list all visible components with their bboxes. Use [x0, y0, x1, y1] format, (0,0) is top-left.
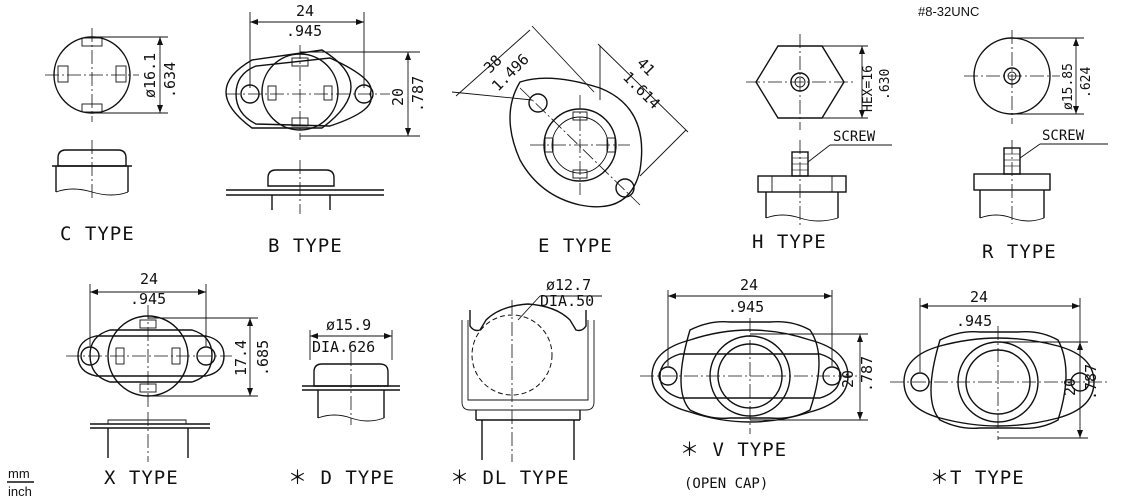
h-hex-mm: HEX=16: [861, 65, 876, 112]
h-type-top-view: [746, 34, 868, 130]
r-type-label: R TYPE: [982, 241, 1057, 263]
v-type-label: ＊ V TYPE: [680, 439, 787, 461]
v-type-drawing: [640, 290, 868, 434]
d-type-label: ＊ D TYPE: [288, 467, 395, 489]
b-type-group: 24 .945 20 .787 B TYPE: [225, 2, 427, 257]
r-screw-label: SCREW: [1042, 128, 1085, 144]
dl-dia-mm: ø12.7: [546, 276, 591, 294]
dl-type-group: ø12.7 DIA.50 ＊ DL TYPE: [450, 276, 602, 489]
d-dia-in: DIA.626: [312, 338, 375, 356]
d-type-group: ø15.9 DIA.626 ＊ D TYPE: [288, 316, 400, 489]
e-type-top-view: [451, 25, 689, 208]
r-dia-in: .624: [1079, 67, 1094, 98]
d-type-drawing: [302, 330, 400, 425]
h-screw-label: SCREW: [833, 129, 876, 145]
c-type-side-view: [52, 140, 132, 200]
x-type-label: X TYPE: [104, 467, 179, 489]
units-inch: inch: [8, 484, 32, 499]
t-type-label: ＊T TYPE: [930, 467, 1025, 489]
r-type-group: #8-32UNC ø15.85 .624: [918, 4, 1108, 263]
v-type-note: (OPEN CAP): [684, 476, 768, 492]
x-width-mm: 24: [140, 270, 158, 288]
b-type-side-view: [226, 160, 384, 214]
v-height-in: .787: [858, 356, 876, 392]
c-dia-mm: ø16.1: [141, 53, 159, 98]
b-type-label: B TYPE: [268, 235, 343, 257]
d-dia-mm: ø15.9: [326, 316, 371, 334]
t-width-in: .945: [956, 312, 992, 330]
v-type-group: 24 .945 20 .787 ＊ V TYPE (OPEN CAP): [640, 276, 876, 492]
dl-type-drawing: [461, 295, 602, 462]
b-height-in: .787: [409, 76, 427, 112]
c-type-group: ø16.1 .634 C TYPE: [45, 28, 179, 245]
dl-dia-in: DIA.50: [540, 292, 594, 310]
v-width-mm: 24: [740, 276, 758, 294]
t-height-in: .787: [1082, 364, 1100, 400]
c-dia-in: .634: [161, 62, 179, 98]
v-height-mm: 20: [839, 370, 857, 388]
t-width-mm: 24: [970, 288, 988, 306]
v-width-in: .945: [728, 298, 764, 316]
t-height-mm: 20: [1061, 378, 1079, 396]
e-type-label: E TYPE: [538, 235, 613, 257]
x-height-in: .685: [254, 340, 272, 376]
b-width-in: .945: [286, 22, 322, 40]
t-type-group: 24 .945 20 .787 ＊T TYPE: [890, 288, 1110, 489]
c-type-top-view: [45, 28, 168, 122]
r-thread-label: #8-32UNC: [918, 4, 979, 19]
c-type-label: C TYPE: [60, 223, 135, 245]
b-type-top-view: [225, 12, 420, 140]
b-height-mm: 20: [389, 88, 407, 106]
r-type-side-view: [973, 140, 1108, 224]
h-type-group: HEX=16 .630 SCREW H TYPE: [746, 34, 893, 253]
r-type-top-view: [964, 30, 1084, 124]
units-mm: mm: [8, 466, 30, 481]
b-width-mm: 24: [296, 2, 314, 20]
dl-type-label: ＊ DL TYPE: [450, 467, 570, 489]
x-width-in: .945: [130, 290, 166, 308]
r-dia-mm: ø15.85: [1061, 63, 1076, 110]
x-type-side-view: [90, 412, 210, 462]
x-type-group: 24 .945 17.4 .685 X TYPE mm inch: [7, 270, 272, 499]
t-type-drawing: [890, 298, 1110, 440]
x-height-mm: 17.4: [232, 340, 250, 376]
h-type-label: H TYPE: [752, 231, 827, 253]
e-type-group: 38 1.496 41 1.614 E TYPE: [451, 25, 689, 257]
h-hex-in: .630: [878, 69, 893, 100]
x-type-top-view: [66, 284, 258, 408]
h-type-side-view: [757, 140, 892, 225]
